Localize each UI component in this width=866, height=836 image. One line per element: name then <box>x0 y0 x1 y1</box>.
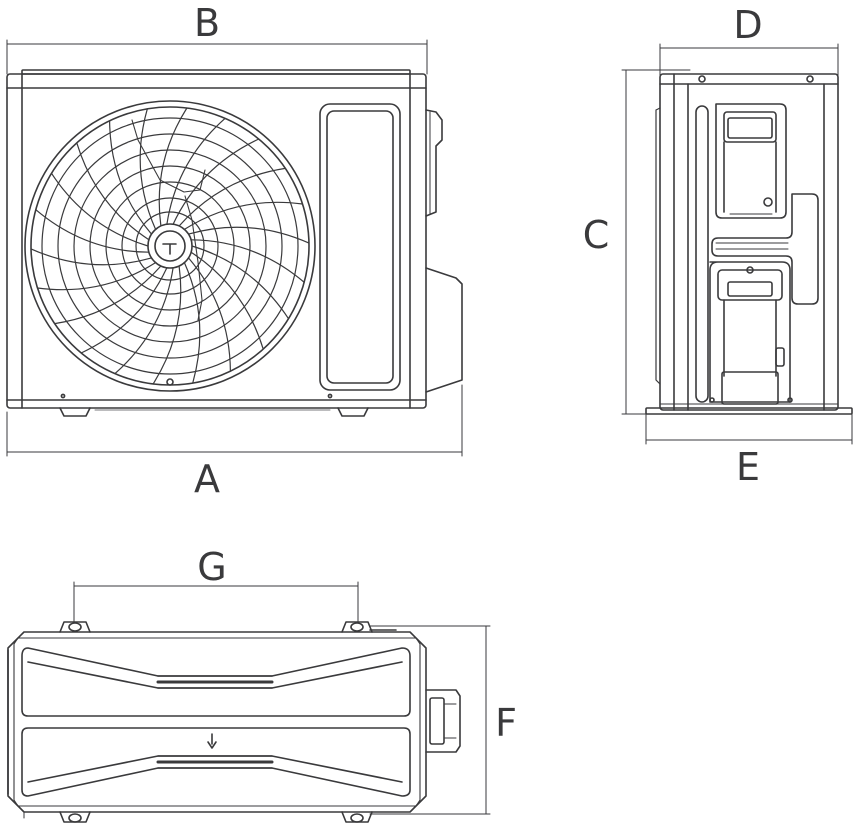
dimension-label-e: E <box>736 445 760 489</box>
dimension-d: D <box>659 3 839 79</box>
fan-guard-spoke <box>166 117 226 225</box>
controller-cover <box>319 103 401 391</box>
dimension-label-b: B <box>194 1 220 45</box>
fan-guard-spoke <box>172 138 260 225</box>
fan-guard-spoke <box>50 172 149 247</box>
top-cabinet <box>7 621 427 823</box>
side-lower-panel <box>709 261 791 405</box>
fan-guard-spoke <box>30 248 153 266</box>
dimension-label-a: A <box>194 457 220 501</box>
top-view: G F <box>7 545 517 823</box>
top-valve-box <box>425 689 461 753</box>
fan-guard-spoke <box>139 108 157 230</box>
fan-guard-spoke <box>80 267 168 354</box>
dimension-e: E <box>645 411 853 489</box>
fan-guard <box>24 100 316 392</box>
fan-guard-spoke <box>190 251 264 350</box>
fan-guard-spoke <box>191 245 290 320</box>
dimension-label-g: G <box>197 545 226 589</box>
side-view: D C E <box>583 3 853 489</box>
fan-guard-spoke <box>187 226 310 244</box>
fan-guard-spoke <box>190 239 305 283</box>
dimension-f: F <box>369 625 517 815</box>
dimension-b: B <box>6 1 428 75</box>
fan-guard-spoke <box>178 167 286 227</box>
fan-guard-spoke <box>54 265 162 325</box>
side-cabinet <box>645 73 853 415</box>
side-upper-panel <box>715 103 787 219</box>
fan-guard-spoke <box>36 262 157 291</box>
fan-guard-spoke <box>152 265 182 385</box>
service-valve-box <box>425 109 463 393</box>
dimension-label-c: C <box>583 213 610 257</box>
side-handle <box>711 193 819 305</box>
fan-guard-spoke <box>76 142 150 241</box>
fan-guard-spoke <box>158 107 188 227</box>
dimension-c: C <box>583 69 691 415</box>
fan-guard-spoke <box>109 120 153 235</box>
fan-guard-spoke <box>187 257 231 372</box>
fan-guard-spoke <box>35 209 150 253</box>
fan-guard-spokes <box>30 107 310 385</box>
fan-guard-spoke <box>183 201 304 230</box>
fan-guard-spoke <box>183 262 201 384</box>
mounting-feet <box>59 621 373 823</box>
dimension-label-d: D <box>733 3 762 47</box>
dimension-label-f: F <box>495 701 517 745</box>
dimension-a: A <box>6 384 463 501</box>
dimension-g: G <box>73 545 359 623</box>
front-cabinet <box>6 69 427 417</box>
fan-guard-spoke <box>114 267 174 375</box>
front-view: B A <box>6 1 463 501</box>
